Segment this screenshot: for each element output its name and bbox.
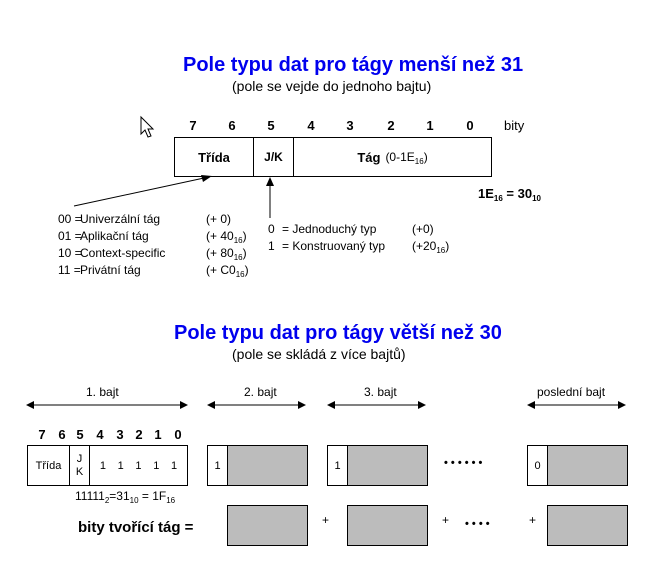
bit-number: 0 <box>174 427 182 442</box>
bit-number: 2 <box>135 427 143 442</box>
class-arrowhead-icon <box>201 175 212 182</box>
tag-range: (0-1E16) <box>385 150 428 166</box>
byte-span-arrow <box>527 401 626 409</box>
bit-number: 0 <box>466 118 474 133</box>
hex-decimal-equation: 1E16 = 3010 <box>478 186 541 203</box>
continuation-bit: 1 <box>208 446 228 485</box>
byte-3-box: 1 <box>327 445 428 486</box>
pc-field: J/K <box>254 138 294 176</box>
pc-legend-item: 1 = Konstruovaný typ (+2016) <box>268 239 450 255</box>
tag-bit: 1 <box>135 459 142 472</box>
tag-byte-box: Třída J/K Tág (0-1E16) <box>174 137 492 177</box>
byte-span-arrow <box>26 401 188 409</box>
bits-label: bity <box>504 118 525 133</box>
byte-span-arrow <box>207 401 306 409</box>
bytes-ellipsis: • • • • • • <box>444 457 483 469</box>
tag-field-label: Tág <box>357 149 381 165</box>
bit-number: 3 <box>346 118 354 133</box>
section2-title: Pole typu dat pro tágy větší než 30 <box>174 322 502 344</box>
first-byte-class-field: Třída <box>28 446 70 485</box>
first-byte-box: Třída J K 1 1 1 1 1 <box>27 445 188 486</box>
bit-number: 6 <box>228 118 236 133</box>
continuation-bit: 1 <box>328 446 348 485</box>
section1-subtitle: (pole se vejde do jednoho bajtu) <box>232 78 432 94</box>
tag-field: Tág (0-1E16) <box>294 138 491 176</box>
class-legend-item: 00 = Univerzální tág (+ 0) <box>58 212 232 226</box>
pc-legend-item: 0 = Jednoduchý typ (+0) <box>268 222 434 236</box>
plus-sign: + <box>529 513 537 527</box>
byte-label: poslední bajt <box>537 385 606 399</box>
tag-part-box <box>547 505 628 546</box>
class-legend-item: 11 = Privátní tág (+ C016) <box>58 263 249 279</box>
tag-bits-pattern <box>348 446 427 485</box>
tag-bit: 1 <box>99 459 106 472</box>
class-legend-item: 10 = Context-specific (+ 8016) <box>58 246 247 262</box>
section2-subtitle: (pole se skládá z více bajtů) <box>232 346 406 362</box>
pc-arrowhead-icon <box>266 177 274 186</box>
bit-number: 5 <box>267 118 275 133</box>
last-byte-box: 0 <box>527 445 628 486</box>
pc-field-label: J/K <box>264 150 283 164</box>
bit-number: 4 <box>307 118 315 133</box>
bit-number: 1 <box>426 118 434 133</box>
bit-number: 6 <box>58 427 66 442</box>
continuation-bit: 0 <box>528 446 548 485</box>
plus-sign: + <box>322 513 330 527</box>
bit-number: 7 <box>38 427 46 442</box>
byte-label: 1. bajt <box>86 385 119 399</box>
tag-part-box <box>347 505 428 546</box>
class-field-label: Třída <box>198 149 230 165</box>
byte-2-box: 1 <box>207 445 308 486</box>
bit-number: 5 <box>76 427 84 442</box>
tag-bits-pattern <box>228 446 307 485</box>
tag-bits-pattern <box>548 446 627 485</box>
tag-bit: 1 <box>117 459 124 472</box>
bit-number: 7 <box>189 118 197 133</box>
bit-number: 1 <box>154 427 162 442</box>
first-byte-pc-field: J K <box>70 446 90 485</box>
byte-span-arrow <box>327 401 426 409</box>
section1-title: Pole typu dat pro tágy menší než 31 <box>183 54 524 76</box>
byte-label: 3. bajt <box>364 385 397 399</box>
class-pointer-arrow <box>73 177 205 207</box>
class-legend-item: 01 = Aplikační tág (+ 4016) <box>58 229 247 245</box>
plus-sign: + <box>442 513 450 527</box>
binary-equation: 111112=3110 = 1F16 <box>75 489 176 505</box>
bit-number: 3 <box>116 427 124 442</box>
byte-label: 2. bajt <box>244 385 277 399</box>
tag-parts-ellipsis: • • • • <box>465 518 490 530</box>
tag-bits-label: bity tvořící tág = <box>78 519 194 536</box>
tag-part-box <box>227 505 308 546</box>
tag-bit: 1 <box>153 459 160 472</box>
tag-bit: 1 <box>171 459 178 472</box>
bit-number: 2 <box>387 118 395 133</box>
first-byte-tag-bits: 1 1 1 1 1 <box>90 446 187 485</box>
bit-number: 4 <box>96 427 104 442</box>
class-field: Třída <box>175 138 254 176</box>
